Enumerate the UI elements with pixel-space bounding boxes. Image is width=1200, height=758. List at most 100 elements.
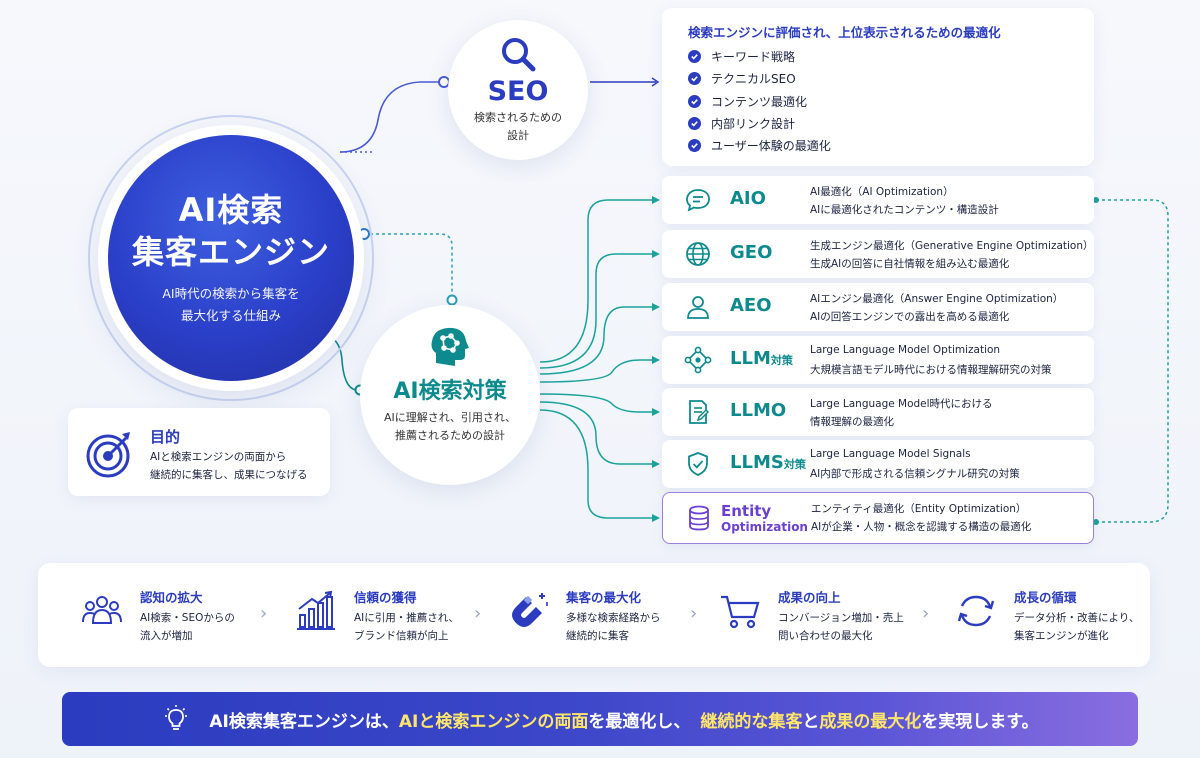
chat-icon	[686, 189, 710, 212]
ai-search-label: AI検索対策	[393, 379, 507, 404]
benefit-title: 成果の向上	[778, 590, 841, 605]
seo-list-item: ユーザー体験の最適化	[688, 137, 831, 154]
seo-desc-line2: 設計	[507, 129, 529, 142]
method-abbr: AEO	[730, 295, 772, 316]
method-abbr-suffix: 対策	[770, 354, 793, 367]
lightbulb-icon	[165, 705, 188, 730]
method-card-llm: LLM対策 Large Language Model Optimization …	[662, 336, 1094, 384]
check-icon	[688, 72, 701, 85]
purpose-desc-line2: 継続的に集客し、成果につなげる	[150, 469, 308, 481]
people-icon	[82, 596, 122, 624]
benefit-line2: 集客エンジンが進化	[1014, 630, 1109, 642]
ai-desc-line1: AIに理解され、引用され、	[384, 411, 516, 424]
method-line1: エンティティ最適化（Entity Optimization）	[811, 503, 1027, 515]
method-abbr: LLM	[730, 348, 771, 369]
seo-list-item-label: テクニカルSEO	[711, 72, 796, 86]
seo-list-item: コンテンツ最適化	[688, 93, 807, 110]
method-card-llms: LLMS対策 Large Language Model Signals AI内部…	[662, 440, 1094, 488]
chevron-right-icon: ›	[690, 603, 698, 624]
method-abbr: GEO	[730, 242, 773, 263]
check-icon	[688, 50, 701, 63]
benefit-title: 信頼の獲得	[354, 590, 417, 605]
method-line1: Large Language Model時代における	[810, 398, 993, 410]
database-icon	[689, 505, 709, 531]
method-card-aeo: AEO AIエンジン最適化（Answer Engine Optimization…	[662, 283, 1094, 331]
method-line2: AIの回答エンジンでの露出を高める最適化	[810, 311, 1010, 323]
benefit-line1: AIに引用・推薦され、	[354, 612, 459, 624]
check-icon	[688, 139, 701, 152]
benefit-line1: AI検索・SEOからの	[140, 612, 235, 624]
globe-icon	[686, 242, 710, 266]
method-line2: AIに最適化されたコンテンツ・構造設計	[810, 204, 999, 216]
method-line1: Large Language Model Optimization	[810, 344, 1001, 356]
benefit-line2: 流入が増加	[140, 630, 193, 642]
ai-search-circle: AI検索対策 AIに理解され、引用され、 推薦されるための設計	[360, 305, 540, 485]
cart-icon	[721, 595, 760, 629]
chevron-right-icon: ›	[474, 603, 482, 624]
shield-check-icon	[688, 452, 708, 476]
growth-chart-icon	[297, 590, 335, 630]
main-sub-line2: 最大化する仕組み	[180, 308, 281, 323]
benefit-line1: コンバージョン増加・売上	[778, 612, 904, 624]
user-icon	[687, 296, 709, 319]
benefit-line2: 継続的に集客	[566, 630, 629, 642]
method-line2: 大規模言語モデル時代における情報理解研究の対策	[810, 364, 1052, 376]
method-abbr-suffix: 対策	[783, 458, 806, 471]
benefit-line2: ブランド信頼が向上	[354, 630, 449, 642]
method-line2: AI内部で形成される信頼シグナル研究の対策	[810, 468, 1020, 480]
seo-list-item: キーワード戦略	[688, 48, 795, 65]
seo-panel-title: 検索エンジンに評価され、上位表示されるための最適化	[688, 25, 1001, 40]
banner-text-1: AI検索集客エンジンは、	[209, 711, 399, 732]
entity-abbr-line1: Entity	[721, 502, 772, 520]
main-circle-ring	[88, 115, 374, 401]
banner-text-2: を最適化し、	[588, 711, 691, 732]
benefit-line1: 多様な検索経路から	[566, 612, 661, 624]
seo-label: SEO	[487, 76, 549, 107]
method-abbr: LLMO	[730, 400, 787, 421]
banner-highlight-3: 成果の最大化	[819, 711, 922, 732]
method-abbr: AIO	[730, 188, 766, 209]
search-icon	[502, 38, 536, 72]
benefit-title: 集客の最大化	[566, 590, 642, 605]
seo-list-item: テクニカルSEO	[688, 70, 796, 87]
chevron-right-icon: ›	[922, 603, 930, 624]
banner-highlight-1: AIと検索エンジンの両面	[398, 711, 589, 732]
method-card-llmo: LLMO Large Language Model時代における 情報理解の最適化	[662, 388, 1094, 436]
main-concept-circle: AI検索 集客エンジン AI時代の検索から集客を 最大化する仕組み	[108, 135, 354, 381]
check-icon	[688, 117, 701, 130]
benefits-bar: 認知の拡大 AI検索・SEOからの流入が増加 › 信頼の獲得 AIに引用・推薦さ…	[38, 563, 1150, 667]
banner-highlight-2: 継続的な集客	[700, 711, 803, 732]
seo-list-item: 内部リンク設計	[688, 115, 795, 132]
seo-desc-line1: 検索されるための	[474, 111, 562, 124]
benefit-title: 成長の循環	[1014, 590, 1077, 605]
purpose-desc-line1: AIと検索エンジンの両面から	[150, 451, 287, 463]
purpose-box: 目的 AIと検索エンジンの両面から 継続的に集客し、成果につなげる	[68, 408, 330, 496]
seo-list-item-label: 内部リンク設計	[711, 117, 796, 131]
banner-text-4: を実現します。	[921, 711, 1039, 732]
cycle-icon	[957, 595, 995, 627]
summary-banner: AI検索集客エンジンは、 AIと検索エンジンの両面 を最適化し、 継続的な集客 …	[62, 692, 1138, 746]
method-line2: AIが企業・人物・概念を認識する構造の最適化	[811, 521, 1032, 533]
method-abbr: LLMS	[730, 452, 784, 473]
method-line1: AIエンジン最適化（Answer Engine Optimization）	[810, 293, 1064, 305]
seo-detail-panel: 検索エンジンに評価され、上位表示されるための最適化 キーワード戦略 テクニカルS…	[662, 8, 1094, 166]
purpose-title: 目的	[150, 428, 181, 446]
method-line2: 情報理解の最適化	[810, 416, 894, 428]
method-line2: 生成AIの回答に自社情報を組み込む最適化	[810, 258, 1010, 270]
ai-desc-line2: 推薦されるための設計	[395, 429, 505, 442]
benefit-title: 認知の拡大	[140, 590, 203, 605]
seo-list-item-label: ユーザー体験の最適化	[711, 139, 831, 153]
check-icon	[688, 95, 701, 108]
main-sub-line1: AI時代の検索から集客を	[162, 286, 300, 301]
benefit-line2: 問い合わせの最大化	[778, 630, 873, 642]
chevron-right-icon: ›	[260, 603, 268, 624]
method-card-entity: Entity Optimization エンティティ最適化（Entity Opt…	[662, 492, 1094, 544]
entity-abbr-line2: Optimization	[721, 520, 808, 534]
document-edit-icon	[689, 400, 710, 424]
method-card-aio: AIO AI最適化（AI Optimization） AIに最適化されたコンテン…	[662, 176, 1094, 224]
ai-head-icon	[431, 327, 469, 366]
network-icon	[684, 346, 712, 374]
benefit-line1: データ分析・改善により、	[1014, 612, 1140, 624]
method-line1: AI最適化（AI Optimization）	[810, 186, 954, 198]
method-line1: 生成エンジン最適化（Generative Engine Optimization…	[810, 240, 1094, 252]
